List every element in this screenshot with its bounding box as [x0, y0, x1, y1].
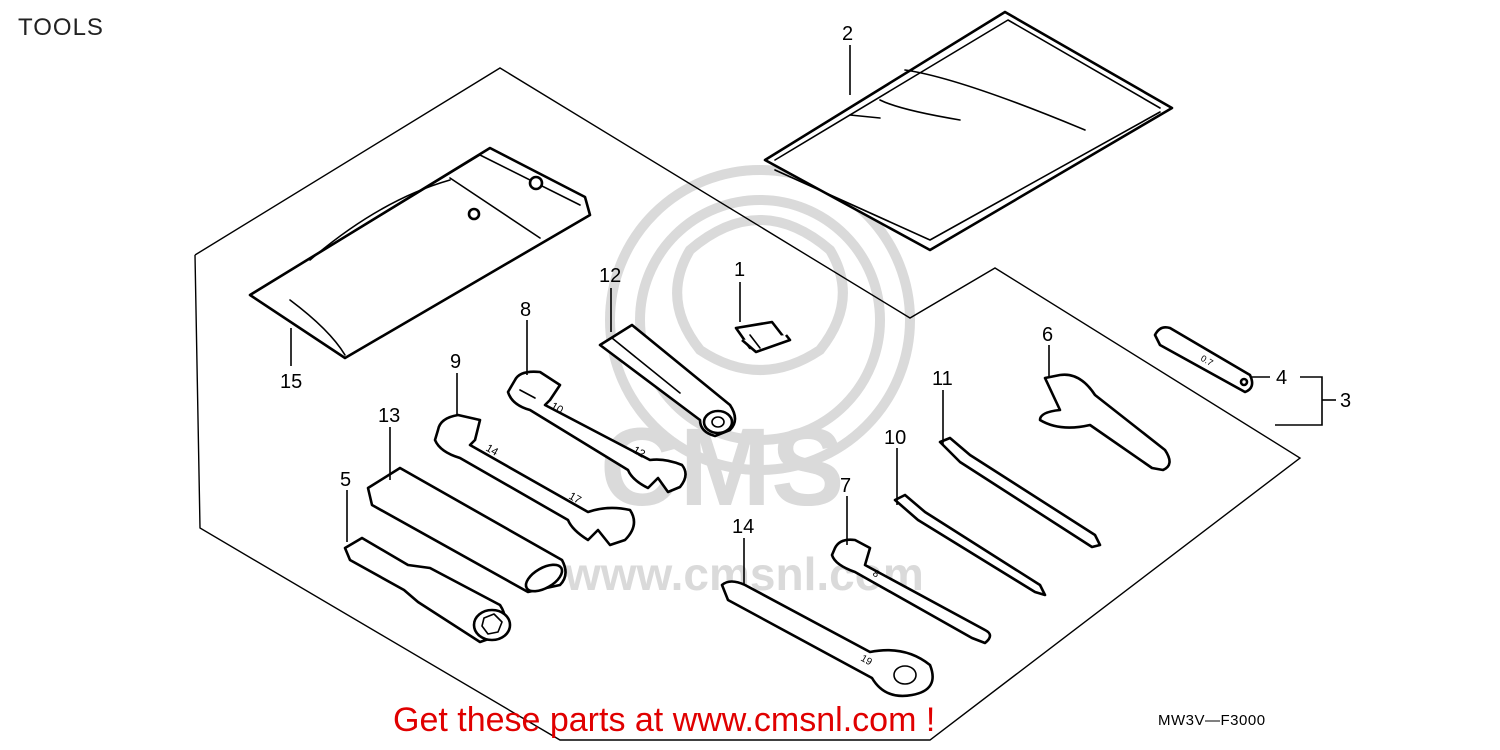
callout-11: 11 [932, 368, 953, 390]
feeler-gauge: 0.7 [1153, 326, 1254, 394]
wrench-10x12-marking-large: 12 [631, 444, 648, 461]
wrench-10x12: 10 12 [506, 370, 687, 494]
callout-8: 8 [520, 299, 531, 321]
callout-13: 13 [378, 405, 400, 427]
kit-boundary-outline [194, 67, 1302, 741]
drawing-code: MW3V—F3000 [1158, 712, 1266, 729]
diagram-title: TOOLS [18, 14, 104, 41]
wrench-14x17: 14 17 [433, 413, 636, 547]
box-wrench-marking: 19 [859, 653, 875, 668]
callout-6: 6 [1042, 324, 1053, 346]
callout-14: 14 [732, 516, 754, 538]
screwdriver-flat [893, 493, 1047, 597]
promo-link-text[interactable]: Get these parts at www.cmsnl.com ! [393, 701, 936, 739]
wrench-14x17-marking-small: 14 [484, 442, 501, 459]
screwdriver-phillips [938, 436, 1102, 549]
callout-3: 3 [1340, 390, 1351, 412]
callout-1: 1 [734, 259, 745, 281]
callout-4: 4 [1276, 367, 1287, 389]
spark-plug-wrench [343, 536, 512, 644]
tool-bag-pouch [763, 10, 1174, 252]
callout-7: 7 [840, 475, 851, 497]
box-wrench: 19 [720, 580, 934, 698]
wrench-8-marking: 8 [871, 568, 882, 581]
extension-handle [598, 323, 737, 438]
callout-10: 10 [884, 427, 906, 449]
screwdriver-grip [366, 466, 567, 594]
wrench-10x12-marking-small: 10 [549, 400, 566, 417]
callout-5: 5 [340, 469, 351, 491]
tool-clip [734, 320, 792, 354]
pin-spanner [1038, 373, 1171, 472]
callout-2: 2 [842, 23, 853, 45]
callout-labels: 2 1 12 8 9 13 5 15 6 11 10 7 14 4 3 [280, 23, 1351, 538]
wrench-14x17-marking-large: 17 [567, 490, 584, 507]
wrench-8: 8 [830, 538, 992, 645]
callout-12: 12 [599, 265, 621, 287]
tool-roll-bag [248, 146, 592, 360]
callout-15: 15 [280, 371, 302, 393]
leader-lines [290, 45, 1336, 585]
callout-9: 9 [450, 351, 461, 373]
